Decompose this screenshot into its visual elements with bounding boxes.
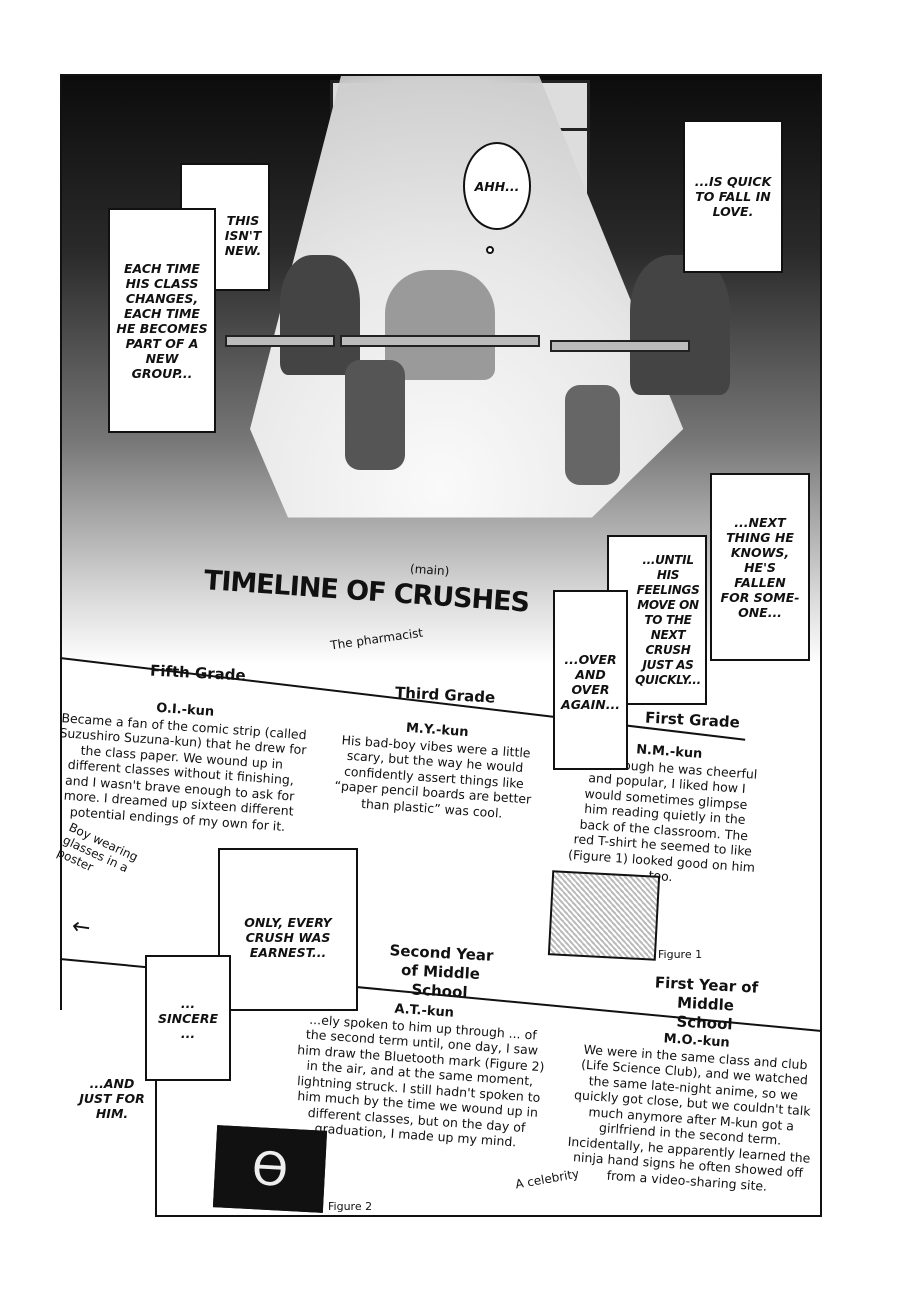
bubble-text: AHH...	[474, 178, 520, 194]
panel-border	[155, 1215, 822, 1217]
caption-text: ... SINCERE ...	[158, 995, 218, 1041]
arrow-left-icon: ←	[70, 913, 93, 942]
panel-border	[155, 1080, 157, 1217]
thought-dot	[486, 246, 494, 254]
backpack	[345, 360, 405, 470]
panel-border	[60, 74, 822, 76]
crush-entry: A.T.-kun...ely spoken to him up through …	[290, 995, 549, 1152]
student-center-sleeping	[385, 270, 495, 380]
caption-box: ...IS QUICK TO FALL IN LOVE.	[683, 120, 783, 273]
desk	[225, 335, 335, 347]
caption-text: ...OVER AND OVER AGAIN...	[561, 652, 620, 712]
caption-text: EACH TIME HIS CLASS CHANGES, EACH TIME H…	[116, 260, 208, 381]
grade-label: First Year of Middle School	[654, 973, 759, 1034]
caption-box: ... SINCERE ...	[145, 955, 231, 1081]
speech-bubble: AHH...	[463, 142, 531, 230]
caption-text: ...AND JUST FOR HIM.	[79, 1076, 145, 1121]
crush-text: His bad-boy vibes were a little scary, b…	[334, 731, 532, 821]
student-left	[280, 255, 360, 375]
caption-box: ...NEXT THING HE KNOWS, HE'S FALLEN FOR …	[710, 473, 810, 661]
crush-text: Became a fan of the comic strip (called …	[59, 709, 308, 834]
grade-label: Fifth Grade	[149, 661, 247, 685]
crush-text: We were in the same class and club (Life…	[567, 1041, 812, 1194]
desk	[340, 335, 540, 347]
panel-border	[60, 75, 62, 1010]
figure-2-bluetooth-icon: ϴ	[212, 1125, 328, 1213]
caption-text: ...IS QUICK TO FALL IN LOVE.	[694, 174, 772, 219]
caption-box: EACH TIME HIS CLASS CHANGES, EACH TIME H…	[108, 208, 216, 433]
backpack	[565, 385, 620, 485]
caption-text: ONLY, EVERY CRUSH WAS EARNEST...	[244, 915, 332, 960]
grade-label: Second Year of Middle School	[389, 941, 494, 1002]
crush-text: ...en though he was cheerful and popular…	[567, 753, 758, 885]
figure-caption: Figure 2	[328, 1200, 373, 1213]
caption-text: THIS ISN'T NEW.	[224, 213, 262, 258]
student-right	[630, 255, 730, 395]
caption-free: ...AND JUST FOR HIM.	[72, 1076, 152, 1121]
note-celebrity: A celebrity	[514, 1166, 581, 1192]
figure-caption: Figure 1	[658, 948, 703, 961]
title-insert: (main)	[409, 561, 450, 579]
note-boy-poster: Boy wearing glasses in a poster	[54, 820, 141, 876]
caption-box: ONLY, EVERY CRUSH WAS EARNEST...	[218, 848, 358, 1011]
desk	[550, 340, 690, 352]
caption-text: ...NEXT THING HE KNOWS, HE'S FALLEN FOR …	[720, 514, 800, 620]
caption-text: ...UNTIL HIS FEELINGS MOVE ON TO THE NEX…	[635, 552, 701, 687]
crush-text: ...ely spoken to him up through ... of t…	[296, 1011, 545, 1150]
grade-label: Third Grade	[394, 683, 496, 707]
panel-border	[820, 75, 822, 1217]
caption-box: ...OVER AND OVER AGAIN...	[553, 590, 628, 770]
figure-1-image	[547, 870, 661, 961]
